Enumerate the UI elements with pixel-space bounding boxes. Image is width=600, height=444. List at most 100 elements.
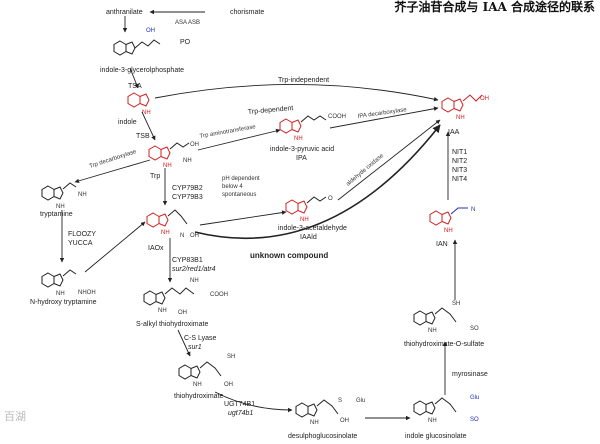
salkyl-nh2-label: NH	[190, 278, 199, 284]
tryptamine-nh2-label: NH	[78, 192, 87, 198]
label-iaa: IAA	[448, 129, 460, 136]
iaald-o-label: O	[328, 196, 333, 202]
enzyme-phdep1: pH dependent	[222, 176, 260, 182]
enzyme-floozy: FLOOZY	[68, 231, 96, 238]
desulpho-structure	[295, 399, 339, 418]
label-thiosulfate: thiohydroximate-O-sulfate	[404, 341, 484, 348]
thiosulfate-so3-label: SO	[470, 326, 479, 332]
enzyme-sur2: sur2/red1/atr4	[172, 266, 216, 273]
label-indolegluc: indole glucosinolate	[405, 433, 467, 440]
igp-oh-label: OH	[146, 28, 155, 34]
label-unknown: unknown compound	[250, 251, 328, 260]
tryptamine-nh-label: NH	[56, 204, 65, 210]
iaa-structure	[441, 94, 483, 113]
enzyme-asa: ASA ASB	[175, 20, 200, 26]
indole-structure	[127, 92, 150, 108]
label-igp: indole-3-glycerolphosphate	[100, 67, 184, 74]
arrow-trp-ipa	[197, 128, 281, 151]
desulpho-nh-label: NH	[310, 420, 319, 426]
ipa-nh-label: NH	[294, 136, 303, 142]
indolegluc-nh-label: NH	[428, 418, 437, 424]
label-anthranilate: anthranilate	[106, 9, 143, 16]
indolegluc-glu-label: Glu	[470, 395, 479, 401]
desulpho-glu-label: Glu	[356, 398, 365, 404]
salkyl-oh-label: OH	[178, 310, 187, 316]
enzyme-tsb: TSB	[136, 133, 150, 140]
enzyme-aldehyde-ox: aldehyde oxidase	[345, 152, 385, 187]
enzyme-nit4: NIT4	[452, 176, 467, 183]
ipa-cooh-label: COOH	[328, 114, 346, 120]
ian-n-label: N	[471, 207, 475, 213]
thiohydroximate-structure	[178, 361, 222, 380]
enzyme-nit3: NIT3	[452, 167, 467, 174]
enzyme-trp-dependent: Trp-dependent	[248, 105, 294, 116]
label-chorismate: chorismate	[230, 9, 264, 16]
arrow-iaox-unknown-iaa	[194, 124, 441, 239]
thiohydrox-oh-label: OH	[224, 382, 233, 388]
desulpho-oh-label: OH	[340, 418, 349, 424]
ian-nh-label: NH	[444, 228, 453, 234]
enzyme-trp-decarb: Trp decarboxylase	[89, 149, 138, 170]
iaox-n-label: N	[180, 233, 184, 239]
indolegluc-so3-label: SO	[470, 417, 479, 423]
enzyme-cyp79b2: CYP79B2	[172, 185, 203, 192]
label-ipa: IPA	[296, 155, 307, 162]
salkyl-cooh-label: COOH	[210, 292, 228, 298]
ian-structure	[429, 207, 468, 226]
indole-nh-label: NH	[142, 110, 151, 116]
trp-nh-label: NH	[163, 163, 172, 169]
arrow-indole-iaa	[154, 84, 439, 102]
iaox-oh-label: OH	[190, 233, 199, 239]
nhydroxy-structure	[41, 269, 77, 288]
iaald-structure	[285, 196, 327, 215]
nhydroxy-nh-label: NH	[56, 291, 65, 297]
arrow-ipa-iaa	[329, 106, 439, 129]
desulpho-s-label: S	[338, 398, 342, 404]
label-desulpho: desulphoglucosinolate	[288, 433, 357, 440]
label-tryptamine: tryptamine	[40, 211, 73, 218]
salkyl-structure	[143, 287, 195, 306]
iaox-structure	[146, 209, 188, 228]
enzyme-ugt: UGT74B1	[224, 401, 255, 408]
enzyme-cyp83b1: CYP83B1	[172, 257, 203, 264]
enzyme-nit2: NIT2	[452, 158, 467, 165]
arrow-nhydroxy-iaox	[84, 221, 146, 273]
enzyme-sur1: sur1	[188, 344, 202, 351]
tryptamine-structure	[41, 182, 77, 201]
thiosulfate-sh-label: SH	[452, 301, 460, 307]
label-trp: Trp	[150, 173, 160, 180]
arrow-trp-tryptamine	[74, 159, 151, 184]
arrow-indole-trp	[141, 111, 156, 141]
trp-nh2-label: NH	[183, 158, 192, 164]
iaald-nh-label: NH	[300, 217, 309, 223]
trp-structure	[148, 142, 190, 161]
thiosulfate-structure	[413, 307, 457, 326]
label-iaald-name: indole-3-acetaldehyde	[278, 225, 347, 232]
igp-structure	[113, 39, 161, 56]
watermark: 百湖	[4, 410, 26, 423]
thiosulfate-nh-label: NH	[428, 328, 437, 334]
indolegluc-structure	[413, 397, 457, 416]
label-salkyl: S-alkyl thiohydroximate	[136, 321, 208, 328]
enzyme-cyp79b3: CYP79B3	[172, 194, 203, 201]
arrow-salkyl-thiohydrox	[177, 329, 191, 357]
enzyme-phdep3: spontaneous	[222, 192, 256, 198]
enzyme-tsa: TSA	[128, 83, 142, 90]
thiohydrox-sh-label: SH	[227, 354, 235, 360]
label-indole: indole	[118, 119, 137, 126]
enzyme-phdep2: below 4	[222, 184, 243, 190]
igp-po3-label: PO	[180, 39, 191, 46]
iaa-oh-label: OH	[480, 96, 489, 102]
enzyme-cslyase: C-S Lyase	[184, 335, 217, 342]
arrow-iaox-iaald	[199, 210, 287, 226]
label-iaox: IAOx	[148, 245, 164, 252]
arrow-igp-indole	[129, 67, 139, 89]
enzyme-trp-independent: Trp-independent	[278, 77, 329, 84]
iaa-nh-label: NH	[456, 115, 465, 121]
enzyme-ugt74: ugt74b1	[228, 410, 253, 417]
label-ian: IAN	[436, 241, 448, 248]
arrow-thiohydrox-desulpho	[214, 391, 293, 413]
label-ipa-name: indole-3-pyruvic acid	[270, 146, 334, 153]
page-title: 芥子油苷合成与 IAA 合成途径的联系	[394, 0, 595, 14]
